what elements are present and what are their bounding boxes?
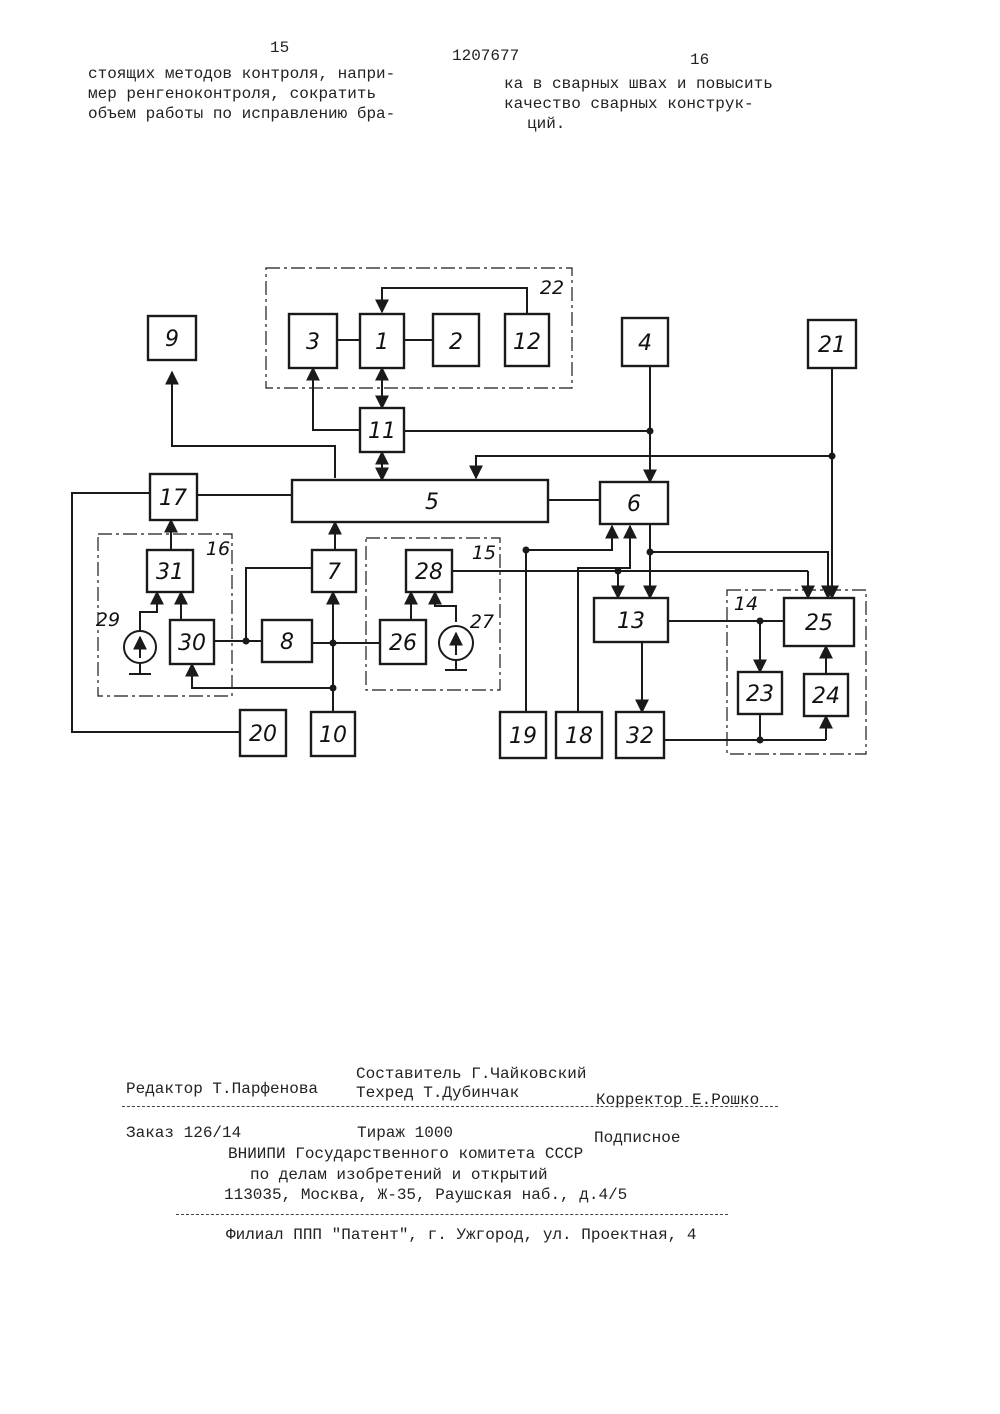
editor-credit: Редактор Т.Парфенова	[126, 1079, 318, 1099]
svg-text:25: 25	[805, 611, 833, 636]
subscription-note: Подписное	[594, 1128, 680, 1148]
block-12: 12	[505, 314, 549, 366]
group-16-label: 16	[206, 538, 230, 560]
svg-text:20: 20	[249, 722, 277, 747]
svg-text:1: 1	[375, 330, 389, 355]
svg-text:11: 11	[368, 419, 396, 444]
svg-text:29: 29	[96, 609, 120, 631]
block-20: 20	[240, 710, 286, 756]
techred-credit: Техред Т.Дубинчак	[356, 1083, 519, 1103]
source-29-icon: 29	[96, 609, 156, 663]
block-32: 32	[616, 712, 664, 758]
block-19: 19	[500, 712, 546, 758]
block-25: 25	[784, 598, 854, 646]
block-2: 2	[433, 314, 479, 366]
branch-address: Филиал ППП "Патент", г. Ужгород, ул. Про…	[226, 1225, 696, 1245]
svg-text:32: 32	[626, 724, 654, 749]
block-13: 13	[594, 598, 668, 642]
block-18: 18	[556, 712, 602, 758]
group-15-label: 15	[472, 542, 496, 564]
block-23: 23	[738, 672, 782, 714]
svg-text:7: 7	[327, 560, 341, 585]
svg-text:30: 30	[178, 631, 206, 656]
svg-text:21: 21	[818, 333, 846, 358]
svg-text:19: 19	[509, 724, 537, 749]
svg-text:24: 24	[812, 684, 840, 709]
svg-text:9: 9	[165, 327, 179, 352]
svg-text:2: 2	[449, 330, 463, 355]
svg-text:23: 23	[746, 682, 774, 707]
source-27-icon: 27	[439, 611, 494, 660]
svg-text:31: 31	[156, 560, 184, 585]
circulation: Тираж 1000	[357, 1123, 453, 1143]
svg-text:13: 13	[617, 609, 645, 634]
compiler-credit: Составитель Г.Чайковский	[356, 1064, 586, 1084]
svg-text:18: 18	[565, 724, 593, 749]
group-14-label: 14	[734, 593, 758, 615]
org-line-3: 113035, Москва, Ж-35, Раушская наб., д.4…	[224, 1185, 627, 1205]
svg-text:17: 17	[159, 486, 187, 511]
group-22-label: 22	[540, 277, 564, 299]
order-number: Заказ 126/14	[126, 1123, 241, 1143]
block-11: 11	[360, 408, 404, 452]
block-9: 9	[148, 316, 196, 360]
block-30: 30	[170, 620, 214, 664]
svg-text:10: 10	[319, 723, 347, 748]
block-1: 1	[360, 314, 404, 368]
footer-separator-1	[122, 1106, 778, 1107]
svg-text:4: 4	[638, 331, 652, 356]
block-24: 24	[804, 674, 848, 716]
block-3: 3	[289, 314, 337, 368]
svg-text:5: 5	[425, 490, 439, 515]
block-6: 6	[600, 482, 668, 524]
svg-text:27: 27	[470, 611, 494, 633]
svg-text:28: 28	[415, 560, 443, 585]
block-26: 26	[380, 620, 426, 664]
footer-separator-2	[176, 1214, 728, 1215]
block-28: 28	[406, 550, 452, 592]
svg-text:8: 8	[280, 630, 294, 655]
svg-text:12: 12	[513, 330, 541, 355]
block-8: 8	[262, 620, 312, 662]
svg-text:3: 3	[306, 330, 320, 355]
svg-text:26: 26	[389, 631, 417, 656]
block-7: 7	[312, 550, 356, 592]
org-line-2: по делам изобретений и открытий	[250, 1165, 548, 1185]
block-31: 31	[147, 550, 193, 592]
block-21: 21	[808, 320, 856, 368]
svg-text:6: 6	[627, 492, 641, 517]
corrector-credit: Корректор Е.Рошко	[596, 1090, 759, 1110]
block-10: 10	[311, 712, 355, 756]
block-4: 4	[622, 318, 668, 366]
block-5: 5	[292, 480, 548, 522]
block-17: 17	[150, 474, 197, 520]
org-line-1: ВНИИПИ Государственного комитета СССР	[228, 1144, 583, 1164]
